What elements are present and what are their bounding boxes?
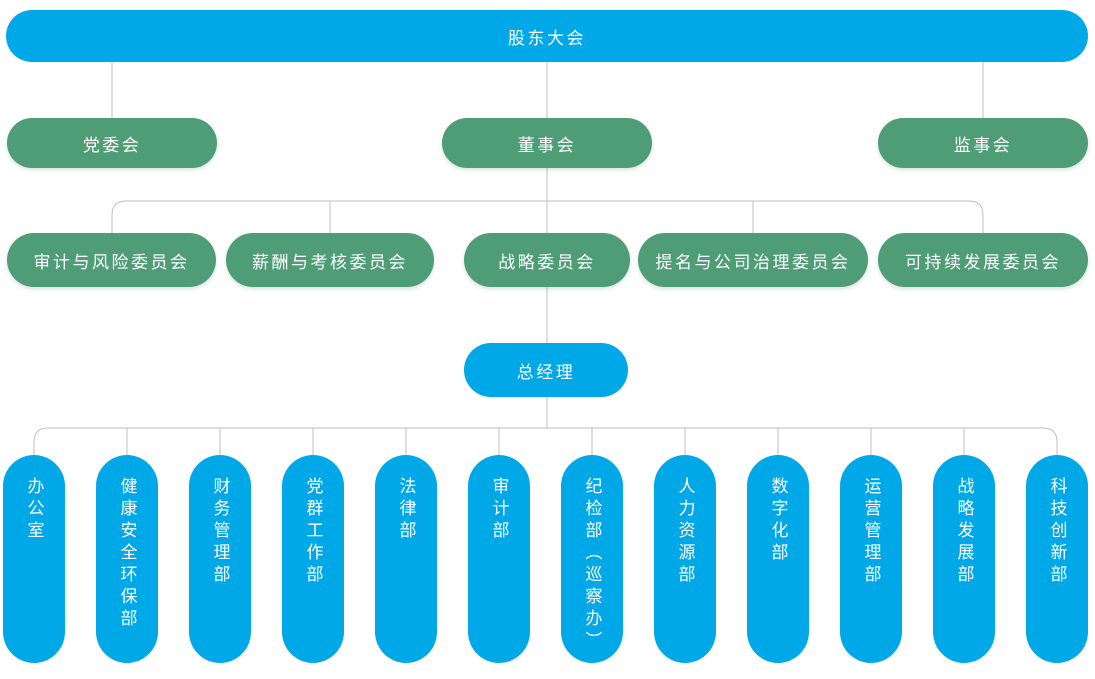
dept-party-masses-work: 党群工作部 (282, 455, 344, 663)
dept-general-office: 办公室 (3, 455, 65, 663)
connector-gm-to-departments-rail (33, 397, 1058, 455)
dept-technology-innovation: 科技创新部 (1026, 455, 1088, 663)
dept-operations-management: 运营管理部 (840, 455, 902, 663)
dept-legal: 法律部 (375, 455, 437, 663)
node-nomination-governance-committee: 提名与公司治理委员会 (638, 233, 868, 287)
connector-board-to-committees-rail (111, 200, 984, 233)
dept-audit: 审计部 (468, 455, 530, 663)
dept-discipline-inspection: 纪检部（巡察办） (561, 455, 623, 663)
connector-board-to-committees-stubs (329, 168, 754, 233)
connector-department-stubs (126, 428, 965, 455)
dept-human-resources: 人力资源部 (654, 455, 716, 663)
connector-level1-to-level2 (111, 62, 984, 118)
dept-label: 党群工作部 (303, 477, 323, 587)
node-shareholders-meeting: 股东大会 (6, 10, 1088, 62)
node-general-manager: 总经理 (464, 343, 628, 397)
dept-label: 数字化部 (768, 477, 788, 565)
dept-label: 人力资源部 (675, 477, 695, 587)
node-party-committee: 党委会 (7, 118, 217, 168)
dept-label: 办公室 (24, 477, 44, 543)
dept-label: 运营管理部 (861, 477, 881, 587)
node-supervisory-board: 监事会 (878, 118, 1088, 168)
dept-label: 战略发展部 (954, 477, 974, 587)
node-audit-risk-committee: 审计与风险委员会 (7, 233, 216, 287)
node-sustainability-committee: 可持续发展委员会 (878, 233, 1088, 287)
dept-label: 科技创新部 (1047, 477, 1067, 587)
dept-finance-management: 财务管理部 (189, 455, 251, 663)
node-strategy-committee: 战略委员会 (464, 233, 630, 287)
dept-digitalization: 数字化部 (747, 455, 809, 663)
node-remuneration-assessment-committee: 薪酬与考核委员会 (226, 233, 434, 287)
dept-label: 纪检部（巡察办） (582, 477, 602, 653)
dept-label: 法律部 (396, 477, 416, 543)
dept-health-safety-environment: 健康安全环保部 (96, 455, 158, 663)
dept-label: 健康安全环保部 (117, 477, 137, 631)
dept-label: 审计部 (489, 477, 509, 543)
node-board-of-directors: 董事会 (442, 118, 652, 168)
dept-label: 财务管理部 (210, 477, 230, 587)
dept-strategic-development: 战略发展部 (933, 455, 995, 663)
